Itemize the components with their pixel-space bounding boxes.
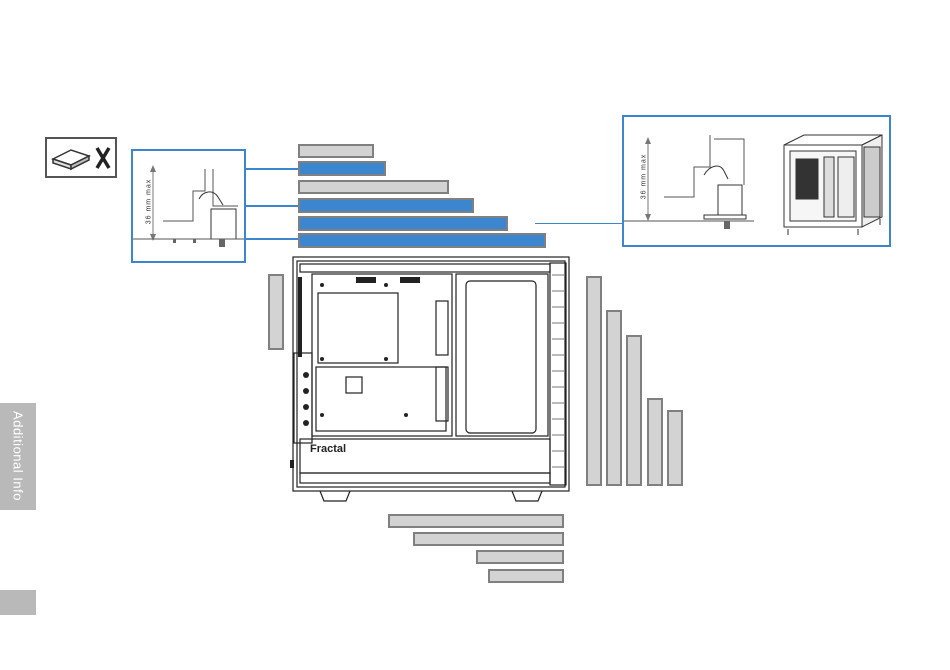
drive-cage-removed-icon (45, 137, 117, 178)
top-radiator-bar (298, 216, 508, 231)
front-radiator-bar (586, 276, 602, 486)
section-tab-label: Additional Info (11, 411, 26, 501)
bottom-radiator-bar (388, 514, 564, 528)
bottom-radiator-bar (488, 569, 564, 583)
front-radiator-bar (268, 274, 284, 350)
top-radiator-bar (298, 144, 374, 158)
connector-line (246, 168, 300, 170)
bottom-radiator-bar (413, 532, 564, 546)
clearance-label-right: 36 mm max (641, 147, 648, 207)
top-radiator-bar (298, 161, 386, 176)
front-radiator-bar (626, 335, 642, 486)
front-radiator-bar (647, 398, 663, 486)
bottom-radiator-bar (476, 550, 564, 564)
brand-logo-text: Fractal (310, 443, 346, 455)
connector-line (246, 238, 300, 240)
connector-line (535, 223, 623, 224)
radiator-clearance-callout-right: 36 mm max (622, 115, 891, 247)
top-radiator-bar (298, 180, 449, 194)
front-radiator-bar (667, 410, 683, 486)
case-side-view: Fractal (286, 255, 576, 505)
connector-line (246, 205, 300, 207)
top-radiator-bar (298, 233, 546, 248)
brand-logo: Fractal (310, 443, 346, 455)
front-radiator-bar (606, 310, 622, 486)
clearance-label-left: 36 mm max (146, 172, 153, 232)
top-radiator-bar (298, 198, 474, 213)
x-mark-icon (97, 148, 109, 168)
radiator-clearance-callout-left: 36 mm max (131, 149, 246, 263)
section-tab-additional-info[interactable]: Additional Info (0, 403, 36, 510)
page-number-tab (0, 590, 36, 615)
